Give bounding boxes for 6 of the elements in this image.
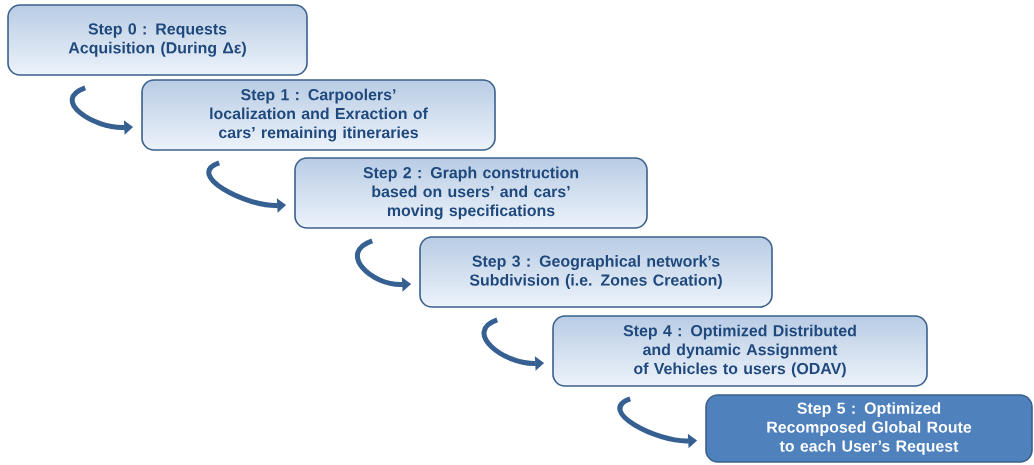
step-box: Step 4 : Optimized Distributed and dynamic Assignment of Vehicles to users (ODAV) bbox=[552, 315, 928, 387]
step-box: Step 5 : Optimized Recomposed Global Route to each User’s Request bbox=[705, 394, 1033, 463]
step-box: Step 3 : Geographical network’s Subdivision (i.e. Zones Creation) bbox=[419, 236, 773, 308]
step-box: Step 0 : Requests Acquisition (During Δε) bbox=[7, 4, 308, 76]
step-box: Step 2 : Graph construction based on users’ and cars’ moving specifications bbox=[294, 157, 648, 229]
step-box: Step 1 : Carpoolers’ localization and Exraction of cars’ remaining itineraries bbox=[141, 79, 496, 151]
